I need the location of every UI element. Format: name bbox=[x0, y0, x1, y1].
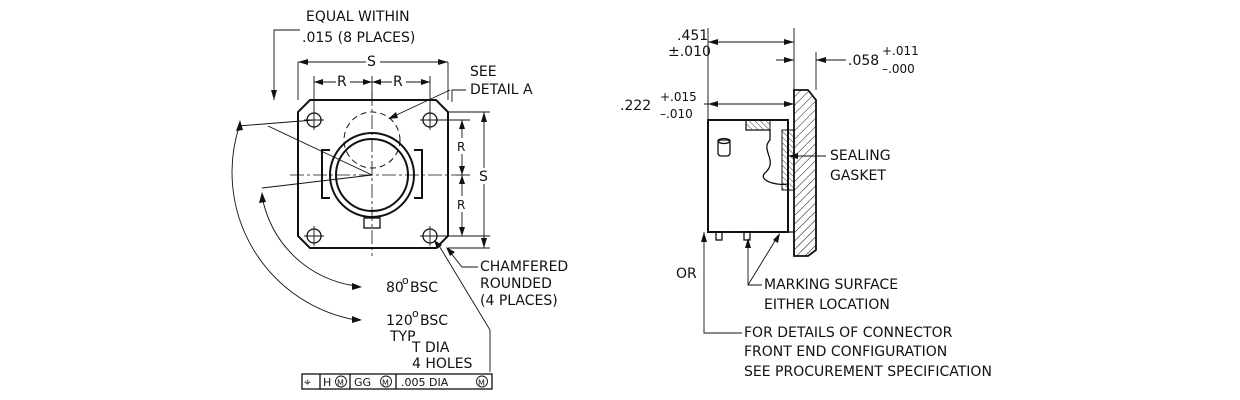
sealing-gasket bbox=[781, 129, 795, 191]
see-label: SEE bbox=[470, 64, 497, 80]
dim-058-minus: –.000 bbox=[882, 62, 915, 76]
equal-within-value: .015 (8 PLACES) bbox=[302, 30, 415, 46]
fcf-datum-h: H bbox=[323, 376, 331, 389]
angle-80-bsc: BSC bbox=[410, 280, 438, 296]
feature-control-frame: ⌖ H M GG M .005 DIA M bbox=[301, 373, 493, 390]
mounting-holes bbox=[304, 110, 440, 246]
dim-222: .222 bbox=[620, 98, 651, 114]
fcf-mod-2: M bbox=[382, 379, 389, 388]
typ-label: TYP bbox=[389, 329, 416, 345]
details-line-2: FRONT END CONFIGURATION bbox=[744, 344, 947, 360]
fcf-mod-1: M bbox=[337, 379, 344, 388]
four-places-label: (4 PLACES) bbox=[480, 293, 558, 309]
or-label: OR bbox=[676, 266, 697, 282]
angle-120: 120 bbox=[386, 313, 413, 329]
dim-s-right: S bbox=[479, 169, 488, 185]
dim-r-upper: R bbox=[457, 140, 465, 154]
dim-451-tol: ±.010 bbox=[668, 44, 711, 60]
fcf-datum-gg: GG bbox=[354, 376, 371, 389]
dim-r-left: R bbox=[337, 74, 347, 90]
angle-80-degree: o bbox=[402, 274, 409, 287]
either-location-label: EITHER LOCATION bbox=[764, 297, 890, 313]
side-view: .451 ±.010 .058 +.011 –.000 .222 +.015 –… bbox=[620, 28, 992, 380]
dim-222-minus: –.010 bbox=[660, 107, 693, 121]
t-dia-label: T DIA bbox=[411, 340, 450, 356]
fcf-mod-3: M bbox=[478, 379, 485, 388]
sealing-label: SEALING bbox=[830, 148, 891, 164]
equal-within-label: EQUAL WITHIN bbox=[306, 9, 410, 25]
dim-r-lower: R bbox=[457, 198, 465, 212]
dim-r-right: R bbox=[393, 74, 403, 90]
fcf-position-symbol: ⌖ bbox=[304, 375, 311, 389]
flange-outline bbox=[297, 99, 449, 249]
details-line-3: SEE PROCUREMENT SPECIFICATION bbox=[744, 364, 992, 380]
rounded-label: ROUNDED bbox=[480, 276, 552, 292]
four-holes-label: 4 HOLES bbox=[412, 356, 473, 372]
chamfered-label: CHAMFERED bbox=[480, 259, 568, 275]
dim-058: .058 bbox=[848, 53, 879, 69]
dim-451: .451 bbox=[677, 28, 708, 44]
fcf-tolerance: .005 DIA bbox=[401, 376, 449, 389]
dim-058-plus: +.011 bbox=[882, 44, 919, 58]
dim-222-plus: +.015 bbox=[660, 90, 697, 104]
angle-120-bsc: BSC bbox=[420, 313, 448, 329]
gasket-label: GASKET bbox=[830, 168, 886, 184]
marking-surface-label: MARKING SURFACE bbox=[764, 277, 898, 293]
dim-s-top: S bbox=[367, 54, 376, 70]
angle-120-degree: o bbox=[412, 307, 419, 320]
detail-a-label: DETAIL A bbox=[470, 82, 533, 98]
angle-80: 80 bbox=[386, 280, 404, 296]
details-line-1: FOR DETAILS OF CONNECTOR bbox=[744, 325, 953, 341]
front-view: EQUAL WITHIN .015 (8 PLACES) S R R SEE D… bbox=[231, 9, 568, 390]
connector-shell bbox=[290, 92, 456, 256]
connector-body bbox=[707, 119, 789, 233]
flange-section bbox=[793, 89, 817, 257]
